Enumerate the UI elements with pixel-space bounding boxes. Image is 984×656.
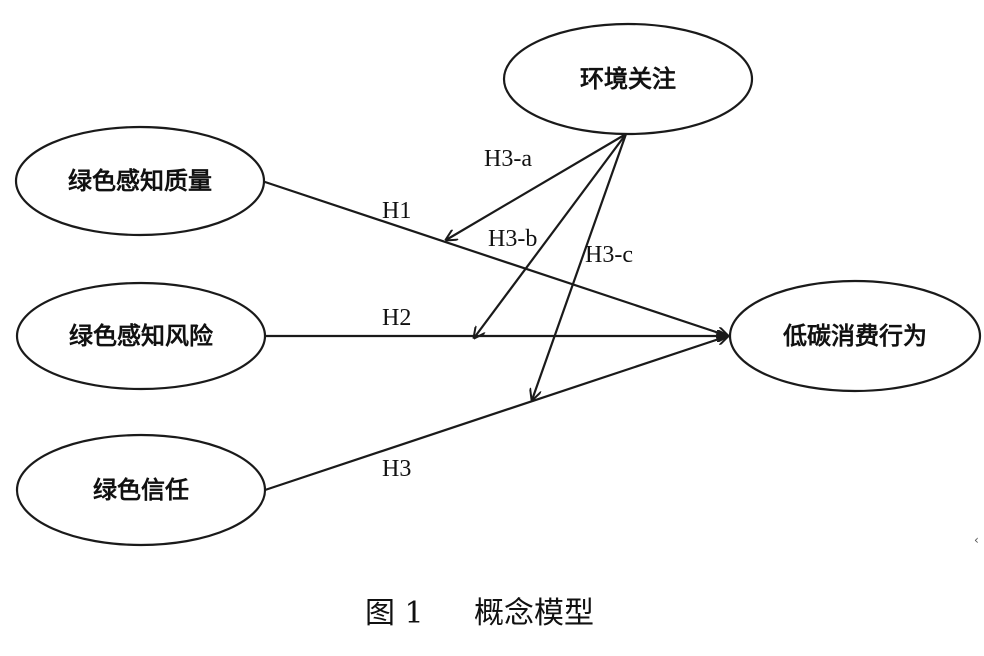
- node-low-carbon-behavior: 低碳消费行为: [728, 279, 982, 393]
- edge-label-h3a: H3-a: [484, 146, 532, 172]
- node-green-perceived-quality: 绿色感知质量: [14, 125, 266, 237]
- edge-h3a: [446, 133, 627, 240]
- node-green-trust: 绿色信任: [15, 433, 267, 547]
- edge-label-h3: H3: [382, 456, 411, 482]
- node-label: 绿色信任: [93, 476, 189, 504]
- edge-h3: [264, 336, 728, 492]
- node-label: 环境关注: [580, 65, 676, 93]
- figure-number: 图 1: [365, 596, 424, 631]
- node-environmental-concern: 环境关注: [502, 22, 754, 136]
- edge-h1: [261, 179, 728, 336]
- node-label: 绿色感知风险: [69, 322, 214, 350]
- edge-label-h2: H2: [382, 305, 411, 331]
- node-label: 低碳消费行为: [782, 322, 927, 350]
- node-label: 绿色感知质量: [68, 167, 212, 195]
- figure-title: 概念模型: [474, 596, 594, 631]
- node-green-perceived-risk: 绿色感知风险: [15, 281, 267, 391]
- stray-mark: ‹: [974, 533, 979, 547]
- edge-label-h1: H1: [382, 198, 411, 224]
- edge-label-h3b: H3-b: [488, 226, 537, 252]
- edge-h3b: [474, 133, 627, 338]
- edge-h3c: [532, 133, 628, 400]
- edge-label-h3c: H3-c: [585, 242, 633, 268]
